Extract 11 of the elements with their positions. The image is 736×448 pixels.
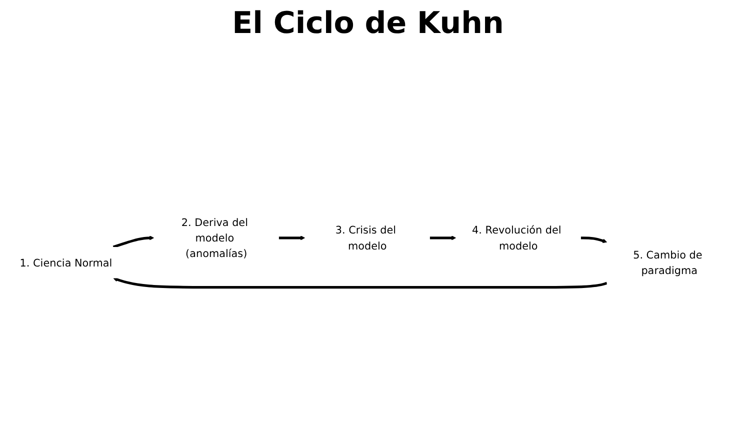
arrow — [112, 236, 154, 248]
arrow — [580, 236, 608, 244]
arrow — [113, 277, 608, 289]
node-text: 2. Deriva del modelo (anomalías) — [181, 216, 248, 260]
node-text: 5. Cambio de paradigma — [633, 248, 702, 277]
arrow — [430, 236, 456, 240]
node-text: 4. Revolución del modelo — [472, 224, 562, 252]
node-text: 3. Crisis del modelo — [335, 224, 396, 252]
node-text: 1. Ciencia Normal — [20, 256, 112, 269]
arrow — [278, 236, 306, 240]
diagram-title: El Ciclo de Kuhn — [231, 6, 505, 41]
